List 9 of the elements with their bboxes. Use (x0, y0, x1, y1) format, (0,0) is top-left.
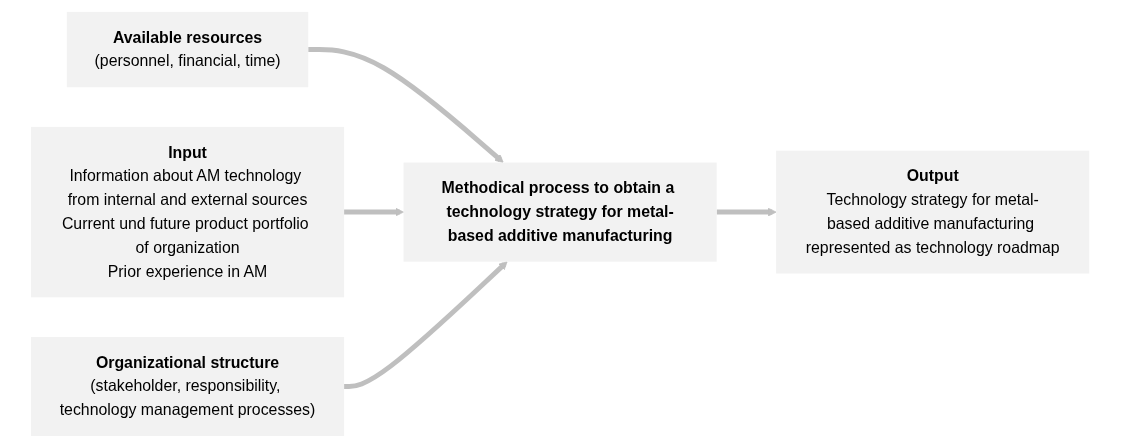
node-box: Output Technology strategy for metal-based additive manufacturing represented as technology roadmap (776, 150, 1090, 274)
node-box: Organizational structure (stakeholder, responsibility, technology management processes) (31, 336, 345, 437)
arrow (308, 47, 505, 163)
arrow (717, 207, 777, 217)
node-box: Methodical process to obtain a technology strategy for metal-based additive manufacturing (403, 162, 718, 262)
node-box: Input Information about AM technology from internal and external sources Current und future product portfolio of organization Prior experience in AM (31, 126, 345, 298)
arrow (344, 261, 508, 389)
node-box: Available resources (personnel, financial, time) (67, 11, 309, 88)
arrow (344, 207, 405, 217)
